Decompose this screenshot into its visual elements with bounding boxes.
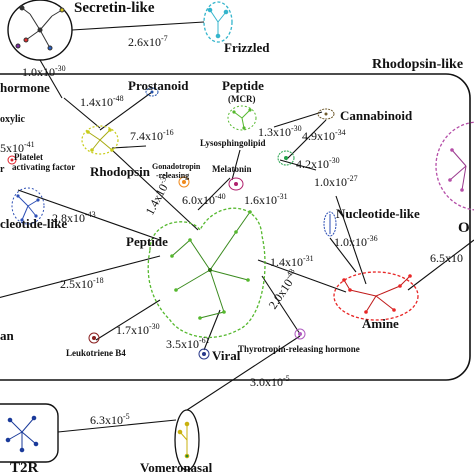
vomeronasal-label: Vomeronasal xyxy=(140,460,213,474)
frizzled-ellipse xyxy=(203,1,233,43)
edge-value-label: 1.6x10-31 xyxy=(244,192,288,207)
t2r-frame xyxy=(0,403,59,463)
trh-label: Thyrotropin-releasing hormone xyxy=(238,344,360,354)
prostanoid-cluster xyxy=(145,87,159,97)
edge-value-label: 1.0x10-27 xyxy=(314,174,358,189)
peptide-cluster xyxy=(147,207,266,338)
releasing-label: -releasing xyxy=(156,171,189,180)
frizzled-cluster xyxy=(207,7,229,39)
edge-value-label: 6.5x10 xyxy=(430,251,463,265)
edge-value-label: 5x10-41 xyxy=(0,140,35,155)
viral-label: Viral xyxy=(212,348,241,363)
cannabinoid-cluster xyxy=(317,108,335,120)
mcr-label: (MCR) xyxy=(228,94,256,104)
edge-value-label: 1.7x10-30 xyxy=(116,322,160,337)
edge-value-label: 1.3x10-30 xyxy=(258,124,302,139)
viral-cluster xyxy=(198,348,210,360)
edge-value-label: 2.6x10-7 xyxy=(128,34,168,49)
edge-lines xyxy=(0,21,474,433)
t2r-cluster xyxy=(5,415,39,453)
edge-value-labels: 2.6x10-7 1.0x10-30 1.4x10-48 7.4x10-16 1… xyxy=(0,34,463,427)
r-fragment-label: r xyxy=(0,164,5,175)
nucleotide-left-cluster xyxy=(11,187,45,225)
rhodopsin-like-frame xyxy=(0,73,471,381)
cannabinoid-label: Cannabinoid xyxy=(340,108,413,123)
gonadotropin-label: Gonadotropin xyxy=(152,162,201,171)
lysosphingolipid-cluster xyxy=(277,150,295,166)
nucleotide-like-right-label: Nucleotide-like xyxy=(336,206,420,221)
trh-cluster xyxy=(294,328,306,340)
hormone-label: hormone xyxy=(0,80,50,95)
secretin-cluster xyxy=(15,5,65,51)
peptide-mcr-label: Peptide xyxy=(222,78,264,93)
rhodopsin-label: Rhodopsin xyxy=(90,164,151,179)
rhodopsin-cluster xyxy=(81,125,119,155)
edge-value-label: 7.4x10-16 xyxy=(130,128,174,143)
amine-cluster xyxy=(333,271,419,321)
edge-value-label: 2.5x10-18 xyxy=(60,276,104,291)
edge-value-label: 1.4x10-48 xyxy=(80,94,124,109)
edge-value-label: 4.9x10-34 xyxy=(302,128,346,143)
olfactory-fragment-label: O xyxy=(458,220,470,236)
paf-label: activating factor xyxy=(12,162,75,172)
edge-value-label: 4.2x10-30 xyxy=(296,156,340,171)
oxylic-label: oxylic xyxy=(0,114,26,125)
melatonin-cluster xyxy=(228,177,244,191)
edge-value-label: 1.0x10-36 xyxy=(334,234,378,249)
edge-value-label: 3.0x10-5 xyxy=(250,374,290,389)
edge-value-label: 3.5x10-61 xyxy=(166,336,210,351)
t2r-label: T2R xyxy=(10,460,39,474)
edge-value-label: 1.4x10-31 xyxy=(270,254,314,269)
nucleotide-like-left-label: cleotide-like xyxy=(0,216,67,231)
mcr-cluster xyxy=(227,105,257,131)
platelet-cluster xyxy=(7,155,17,165)
gonadotropin-cluster xyxy=(178,176,190,188)
platelet-label: Platelet xyxy=(14,152,43,162)
olfactory-cluster xyxy=(435,121,474,211)
frizzled-label: Frizzled xyxy=(224,40,270,55)
edge-value-label: 6.3x10-5 xyxy=(90,412,130,427)
leukotriene-label: Leukotriene B4 xyxy=(66,348,126,358)
prostanoid-label: Prostanoid xyxy=(128,78,189,93)
an-fragment-label: an xyxy=(0,328,15,343)
edge-value-label: 6.0x10-40 xyxy=(182,192,226,207)
lysosphingolipid-label: Lysosphingolipid xyxy=(200,138,266,148)
melatonin-label: Melatonin xyxy=(212,164,252,174)
secretin-label: Secretin-like xyxy=(74,0,155,16)
peptide-label: Peptide xyxy=(126,234,168,249)
amine-label: Amine xyxy=(362,316,399,331)
leukotriene-cluster xyxy=(88,332,100,344)
edge-value-label: 2.8x10-43 xyxy=(52,210,96,225)
vomeronasal-cluster xyxy=(177,421,190,459)
edge-value-label: 1.0x10-30 xyxy=(22,64,66,79)
rhodopsin-like-label: Rhodopsin-like xyxy=(372,57,463,72)
nucleotide-right-cluster xyxy=(323,211,337,237)
